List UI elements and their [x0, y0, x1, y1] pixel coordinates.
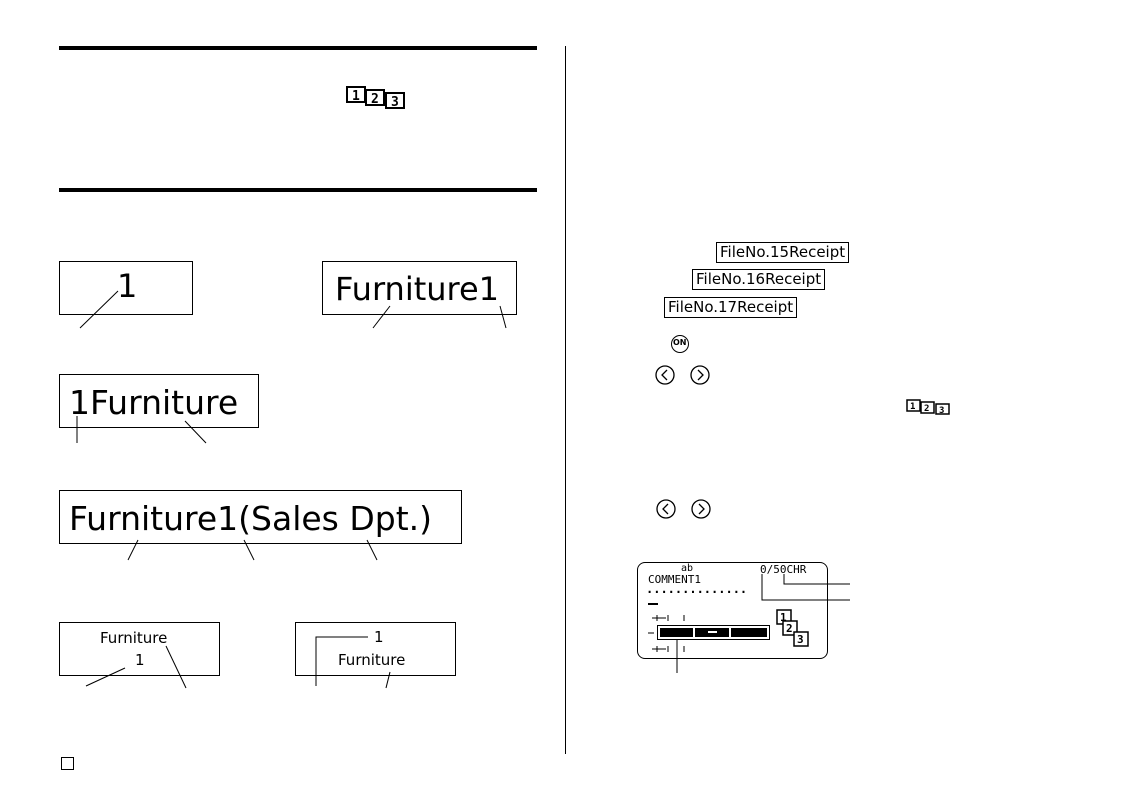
example-box-4: Furniture1(Sales Dpt.) [59, 490, 462, 544]
lcd-mode: ab [681, 563, 694, 574]
lcd-display: ab COMMENT1 0/50CHR .............. 1 2 3 [637, 562, 828, 659]
lcd-counter: 0/50CHR [760, 563, 807, 576]
svg-text:2: 2 [371, 92, 379, 107]
example-text-2: Furniture1 [335, 270, 500, 308]
example-box-2: Furniture1 [322, 261, 517, 315]
example-box-6: 1 Furniture [295, 622, 456, 676]
section-rule [59, 188, 537, 192]
example-text-3: 1Furniture [69, 383, 239, 422]
file-label-15: FileNo.15Receipt [716, 242, 850, 263]
example-text-5-line2: 1 [135, 651, 145, 669]
file-label-16: FileNo.16Receipt [692, 269, 826, 290]
lcd-dots: .............. [646, 582, 748, 596]
lcd-cursor [648, 603, 658, 605]
column-divider [565, 46, 566, 754]
example-text-1: 1 [117, 267, 138, 305]
example-text-6-line2: Furniture [338, 651, 406, 669]
lcd-pages-icon: 1 2 3 [776, 609, 809, 647]
svg-text:1: 1 [780, 611, 787, 624]
left-arrow-key-icon [655, 365, 675, 385]
example-box-1: 1 [59, 261, 193, 315]
right-arrow-key-icon [690, 365, 710, 385]
lcd-status-bar [657, 625, 770, 640]
stacked-pages-icon: 1 2 3 [346, 86, 408, 110]
stacked-pages-icon-small: 1 2 3 [906, 399, 952, 416]
svg-text:1: 1 [352, 89, 360, 104]
file-label-17: FileNo.17Receipt [664, 297, 798, 318]
lcd-prompt: COMMENT1 [648, 573, 701, 586]
left-arrow-key-icon-2 [656, 499, 676, 519]
example-box-5: Furniture 1 [59, 622, 220, 676]
right-arrow-key-icon-2 [691, 499, 711, 519]
example-box-3: 1Furniture [59, 374, 259, 428]
example-text-6-line1: 1 [374, 628, 384, 646]
top-rule [59, 46, 537, 50]
on-key-icon: ON [671, 335, 689, 353]
example-text-5-line1: Furniture [100, 629, 168, 647]
svg-text:3: 3 [797, 633, 804, 646]
page-number-box [61, 757, 74, 770]
svg-text:2: 2 [924, 404, 929, 414]
example-text-4: Furniture1(Sales Dpt.) [69, 499, 433, 538]
svg-text:3: 3 [391, 95, 399, 110]
svg-text:2: 2 [786, 622, 793, 635]
lcd-bracket-marks [648, 615, 685, 652]
svg-text:3: 3 [939, 406, 944, 416]
svg-text:1: 1 [910, 402, 915, 412]
